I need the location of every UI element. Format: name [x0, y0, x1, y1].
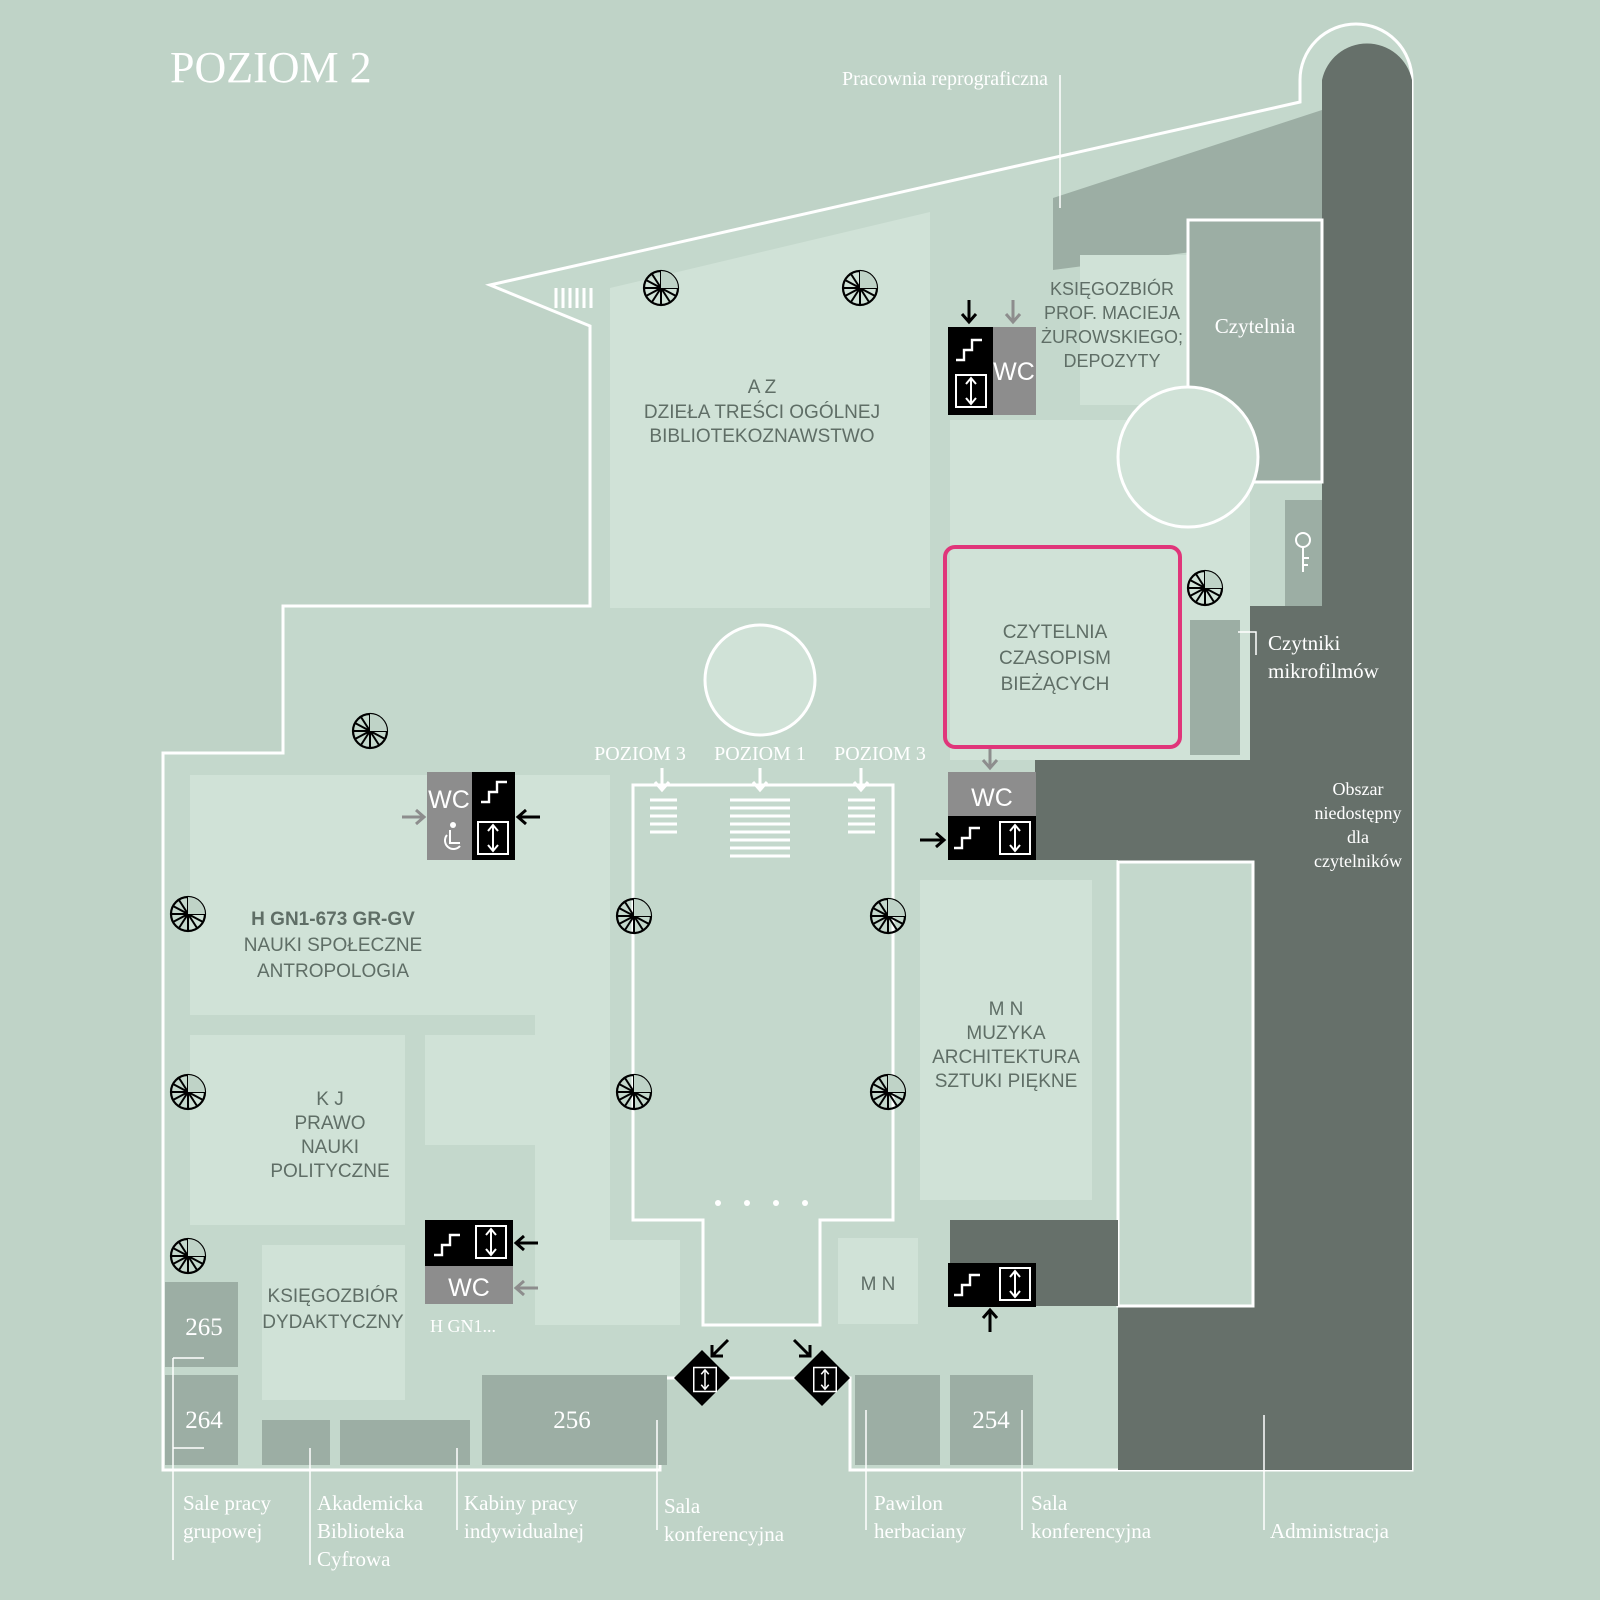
lift-diamond-left[interactable] — [674, 1350, 730, 1406]
atrium-center — [631, 783, 895, 1327]
room-265-number: 265 — [185, 1314, 223, 1341]
room-did-line1: KSIĘGOZBIÓR — [268, 1285, 399, 1307]
page-title: POZIOM 2 — [170, 43, 372, 92]
room-az-line2: BIBLIOTEKOZNAWSTWO — [649, 426, 874, 447]
room-abc[interactable] — [262, 1420, 330, 1465]
room-zur-line1: KSIĘGOZBIÓR — [1050, 278, 1174, 299]
wc-block-sw[interactable] — [425, 1266, 513, 1304]
room-hgn-small-label: H GN1... — [430, 1316, 496, 1336]
room-mn[interactable] — [920, 880, 1092, 1200]
room-mn-line3: SZTUKI PIĘKNE — [935, 1071, 1078, 1092]
room-zur-line3: ŻUROWSKIEGO; — [1041, 327, 1183, 347]
room-mn-small-label: M N — [861, 1274, 896, 1295]
restricted-line1: Obszar — [1333, 779, 1384, 799]
room-pawilon[interactable] — [855, 1375, 940, 1465]
room-czas-line3: BIEŻĄCYCH — [1001, 674, 1110, 695]
microfilm-room[interactable] — [1190, 620, 1240, 755]
wc-label: WC — [993, 358, 1035, 386]
room-mn-line1: MUZYKA — [966, 1023, 1046, 1044]
room-h-line1: NAUKI SPOŁECZNE — [244, 935, 422, 956]
room-mn-letters: M N — [989, 999, 1024, 1020]
key-icon — [1295, 532, 1311, 572]
callout-czytniki-line2: mikrofilmów — [1268, 659, 1380, 683]
callout-sala2-line2: konferencyjna — [1031, 1519, 1152, 1543]
stairs-top-left — [554, 288, 593, 308]
wc-block-top[interactable] — [993, 327, 1036, 415]
callout-pawilon-line1: Pawilon — [874, 1491, 943, 1515]
room-256[interactable] — [482, 1375, 667, 1465]
room-h-letters: H GN1-673 GR-GV — [251, 909, 415, 930]
level-label-left: POZIOM 3 — [594, 743, 686, 765]
callout-czytniki-line1: Czytniki — [1268, 631, 1340, 655]
wc-label: WC — [428, 786, 470, 814]
callout-repro: Pracownia reprograficzna — [842, 68, 1048, 90]
room-zur-line4: DEPOZYTY — [1063, 351, 1160, 371]
room-az-line1: DZIEŁA TREŚCI OGÓLNEJ — [644, 401, 880, 423]
room-czas-line1: CZYTELNIA — [1003, 622, 1108, 643]
room-265[interactable] — [165, 1282, 238, 1367]
wc-accessible-block[interactable] — [427, 772, 472, 860]
callout-sala2-line1: Sala — [1031, 1491, 1068, 1515]
callout-abc-line1: Akademicka — [317, 1491, 424, 1515]
room-mn-line2: ARCHITEKTURA — [932, 1047, 1080, 1068]
room-did-line2: DYDAKTYCZNY — [262, 1312, 404, 1333]
room-h-line2: ANTROPOLOGIA — [257, 961, 409, 982]
room-264-number: 264 — [185, 1407, 223, 1434]
callout-abc-line2: Biblioteka — [317, 1519, 405, 1543]
highlight-czytelnia-czasopism[interactable] — [943, 545, 1182, 749]
restricted-line2: niedostępny — [1315, 803, 1402, 823]
restricted-line4: czytelników — [1314, 851, 1402, 871]
room-ksiegozbior-zurowski[interactable] — [1080, 255, 1190, 405]
wc-label: WC — [448, 1274, 490, 1302]
wc-label: WC — [971, 784, 1013, 812]
room-254[interactable] — [950, 1375, 1033, 1465]
room-czas-line2: CZASOPISM — [999, 648, 1111, 669]
room-kj-line1: PRAWO — [294, 1113, 365, 1134]
wheelchair-icon — [444, 822, 461, 850]
callout-sala-line2: konferencyjna — [664, 1522, 785, 1546]
room-az-letters: A Z — [748, 377, 777, 398]
callout-lines — [172, 75, 1265, 1565]
room-zur-line2: PROF. MACIEJA — [1044, 303, 1180, 323]
atrium-circle — [703, 623, 817, 737]
room-kj-line3: POLITYCZNE — [270, 1161, 389, 1182]
callout-kabiny-line1: Kabiny pracy — [464, 1491, 578, 1515]
room-264[interactable] — [165, 1375, 238, 1465]
room-kabiny[interactable] — [340, 1420, 470, 1465]
level-label-center: POZIOM 1 — [714, 743, 806, 765]
room-mn-small[interactable] — [838, 1238, 918, 1324]
atrium-circle-east — [1116, 385, 1260, 529]
room-az[interactable] — [610, 288, 930, 608]
level-label-right: POZIOM 3 — [834, 743, 926, 765]
room-czytelnia-label: Czytelnia — [1215, 314, 1296, 338]
callout-pawilon-line2: herbaciany — [874, 1519, 967, 1543]
room-kj-line2: NAUKI — [301, 1137, 359, 1158]
callout-abc-line3: Cyfrowa — [317, 1547, 391, 1571]
room-256-number: 256 — [553, 1407, 591, 1434]
admin-block — [1116, 860, 1255, 1308]
lift-diamond-right[interactable] — [794, 1350, 850, 1406]
stairs-center — [650, 798, 875, 858]
room-kj-letters: K J — [316, 1089, 343, 1110]
callout-administracja: Administracja — [1270, 1519, 1390, 1543]
room-254-number: 254 — [972, 1407, 1010, 1434]
callout-sale-line2: grupowej — [183, 1519, 262, 1543]
room-kj[interactable] — [190, 1035, 405, 1225]
callout-kabiny-line2: indywidualnej — [464, 1519, 584, 1543]
callout-sale-line1: Sale pracy — [183, 1491, 272, 1515]
callout-sala-line1: Sala — [664, 1494, 701, 1518]
room-dydaktyczny[interactable] — [262, 1245, 405, 1400]
wc-block-east[interactable] — [948, 772, 1036, 816]
restricted-line3: dla — [1347, 827, 1369, 847]
